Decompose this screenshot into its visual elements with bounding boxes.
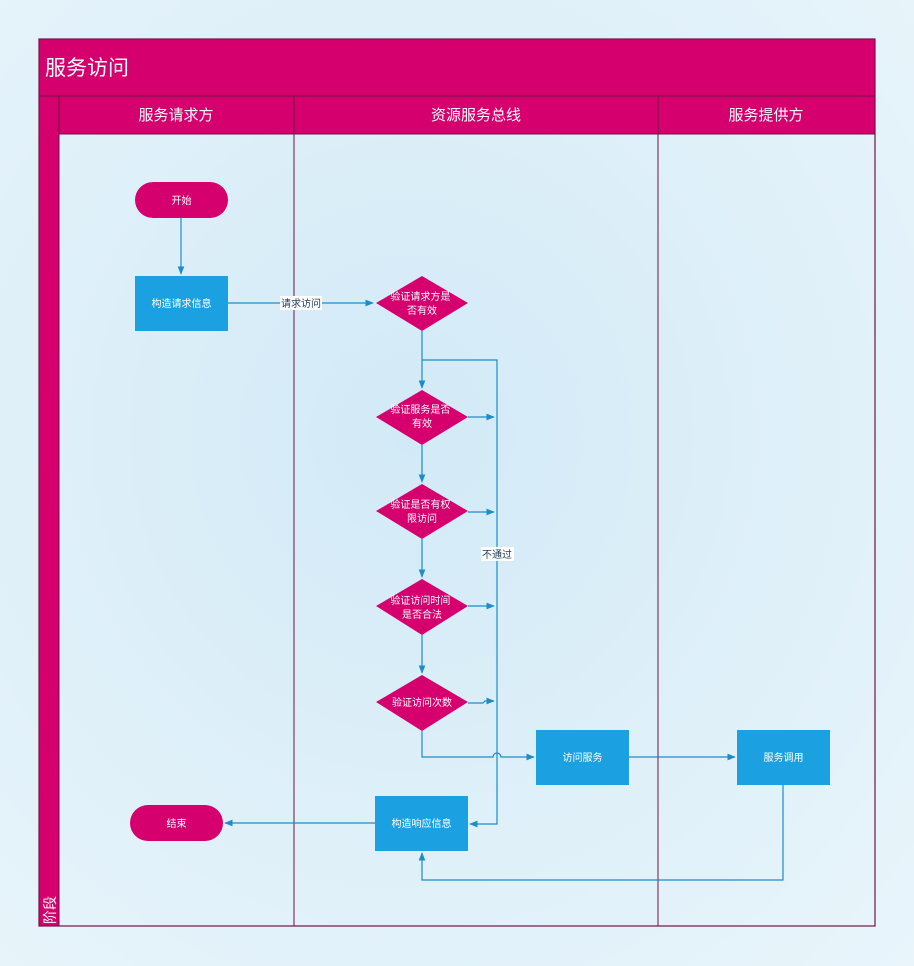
decision-verify-time-label: 验证访问时间 是否合法: [390, 594, 453, 621]
decision-verify-count-label: 验证访问次数: [392, 696, 452, 709]
decision-verify-time[interactable]: [376, 579, 468, 635]
decision-verify-permission-label: 验证是否有权 限访问: [390, 498, 453, 525]
edge-label-request-access: 请求访问: [281, 297, 321, 310]
decision-verify-count[interactable]: [376, 675, 468, 731]
edge-label-bg: [280, 296, 322, 310]
decision-verify-requester[interactable]: [376, 276, 468, 331]
pool-frame: [38, 38, 876, 927]
process-service-call[interactable]: [737, 730, 830, 785]
start-node[interactable]: [135, 182, 228, 218]
decision-verify-requester-label: 验证请求方是 否有效: [390, 290, 453, 317]
lane-title-provider: 服务提供方: [728, 106, 803, 124]
process-access-service-label: 访问服务: [563, 751, 603, 764]
lane-header-requester: [58, 95, 295, 135]
edge-reject-from-v1: [422, 359, 498, 828]
phase-label: 阶段: [43, 896, 59, 924]
start-node-label: 开始: [172, 194, 192, 207]
edge-call-response: [418, 785, 784, 881]
pool-title-bar: [38, 38, 876, 97]
process-build-response[interactable]: [375, 796, 468, 851]
edge-label-not-passed: 不通过: [482, 548, 512, 561]
edge-label-bg: [481, 547, 514, 561]
lane-title-bus: 资源服务总线: [431, 106, 521, 124]
end-node-label: 结束: [167, 817, 187, 830]
process-build-request[interactable]: [135, 276, 228, 331]
decision-verify-service-label: 验证服务是否 有效: [390, 403, 453, 430]
process-build-response-label: 构造响应信息: [392, 817, 452, 830]
edge-v5-access: [421, 731, 535, 761]
lane-header-bus: [293, 95, 659, 135]
decision-verify-permission[interactable]: [376, 484, 468, 539]
lane-header-provider: [657, 95, 876, 135]
decision-verify-service[interactable]: [376, 390, 468, 445]
process-service-call-label: 服务调用: [764, 751, 804, 764]
end-node[interactable]: [130, 805, 223, 841]
process-build-request-label: 构造请求信息: [152, 297, 212, 310]
process-access-service[interactable]: [536, 730, 629, 785]
edge-reject-from-v5: [468, 697, 495, 705]
lane-title-requester: 服务请求方: [138, 106, 213, 124]
phase-column: [38, 95, 60, 927]
pool-title: 服务访问: [45, 56, 129, 80]
